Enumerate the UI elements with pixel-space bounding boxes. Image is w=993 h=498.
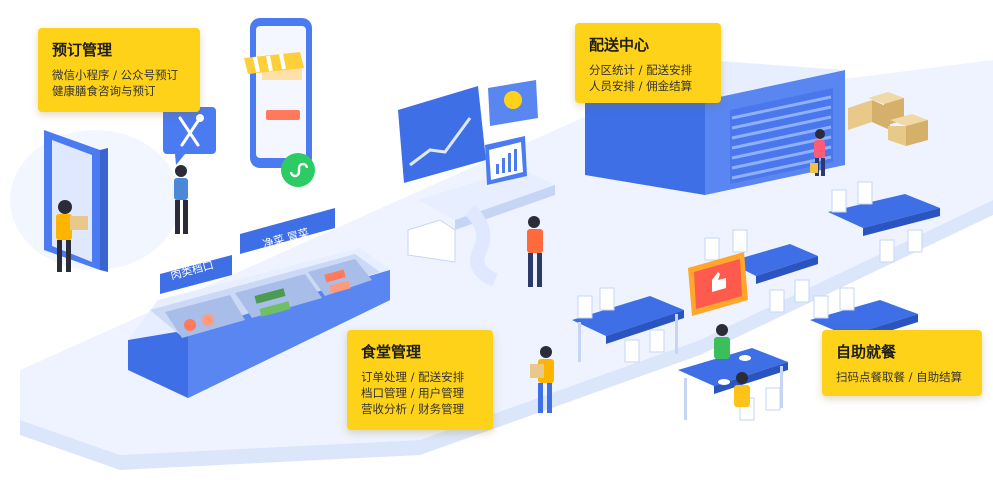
packages <box>848 92 928 146</box>
card-line: 微信小程序 / 公众号预订 <box>52 68 179 82</box>
chart-icon <box>496 149 517 174</box>
plate <box>739 355 751 361</box>
table-1 <box>572 287 684 363</box>
table-4 <box>678 348 788 421</box>
card-line: 订单处理 / 配送安排 <box>361 370 465 384</box>
card-delivery: 配送中心 分区统计 / 配送安排 人员安排 / 佣金结算 <box>575 23 721 103</box>
shop-awning-icon <box>244 52 304 74</box>
thumbs-up-icon <box>688 252 748 316</box>
person-orange <box>527 216 543 287</box>
card-line: 营收分析 / 财务管理 <box>361 402 465 416</box>
person-delivery-left <box>56 200 88 272</box>
person-diner-yellow <box>734 372 750 407</box>
card-line: 档口管理 / 用户管理 <box>361 386 465 400</box>
card-selfservice: 自助就餐 扫码点餐取餐 / 自助结算 <box>822 330 982 396</box>
serving-counter <box>128 208 390 398</box>
floor-platform-edge <box>20 200 993 470</box>
person-shopper <box>810 129 825 176</box>
dining-tables <box>572 181 940 421</box>
card-line: 人员安排 / 佣金结算 <box>589 79 693 93</box>
card-line: 健康膳食咨询与预订 <box>52 84 156 98</box>
fork-knife-icon <box>163 107 216 165</box>
card-title: 自助就餐 <box>836 343 897 361</box>
entrance-door <box>44 130 108 272</box>
office-desk <box>398 80 555 287</box>
card-line: 扫码点餐取餐 / 自助结算 <box>836 370 963 384</box>
card-line: 分区统计 / 配送安排 <box>589 63 693 77</box>
person-diner-green <box>714 324 730 359</box>
card-title: 配送中心 <box>589 36 650 54</box>
person-phone-user <box>174 165 188 234</box>
card-booking: 预订管理 微信小程序 / 公众号预订 健康膳食咨询与预订 <box>38 28 200 112</box>
table-2 <box>704 229 818 313</box>
person-delivery-center <box>530 346 554 413</box>
card-title: 食堂管理 <box>361 343 422 361</box>
table-3 <box>828 181 940 263</box>
card-title: 预订管理 <box>52 41 113 59</box>
card-canteen: 食堂管理 订单处理 / 配送安排 档口管理 / 用户管理 营收分析 / 财务管理 <box>347 330 493 430</box>
phone-device <box>244 18 315 187</box>
plate <box>718 379 730 385</box>
